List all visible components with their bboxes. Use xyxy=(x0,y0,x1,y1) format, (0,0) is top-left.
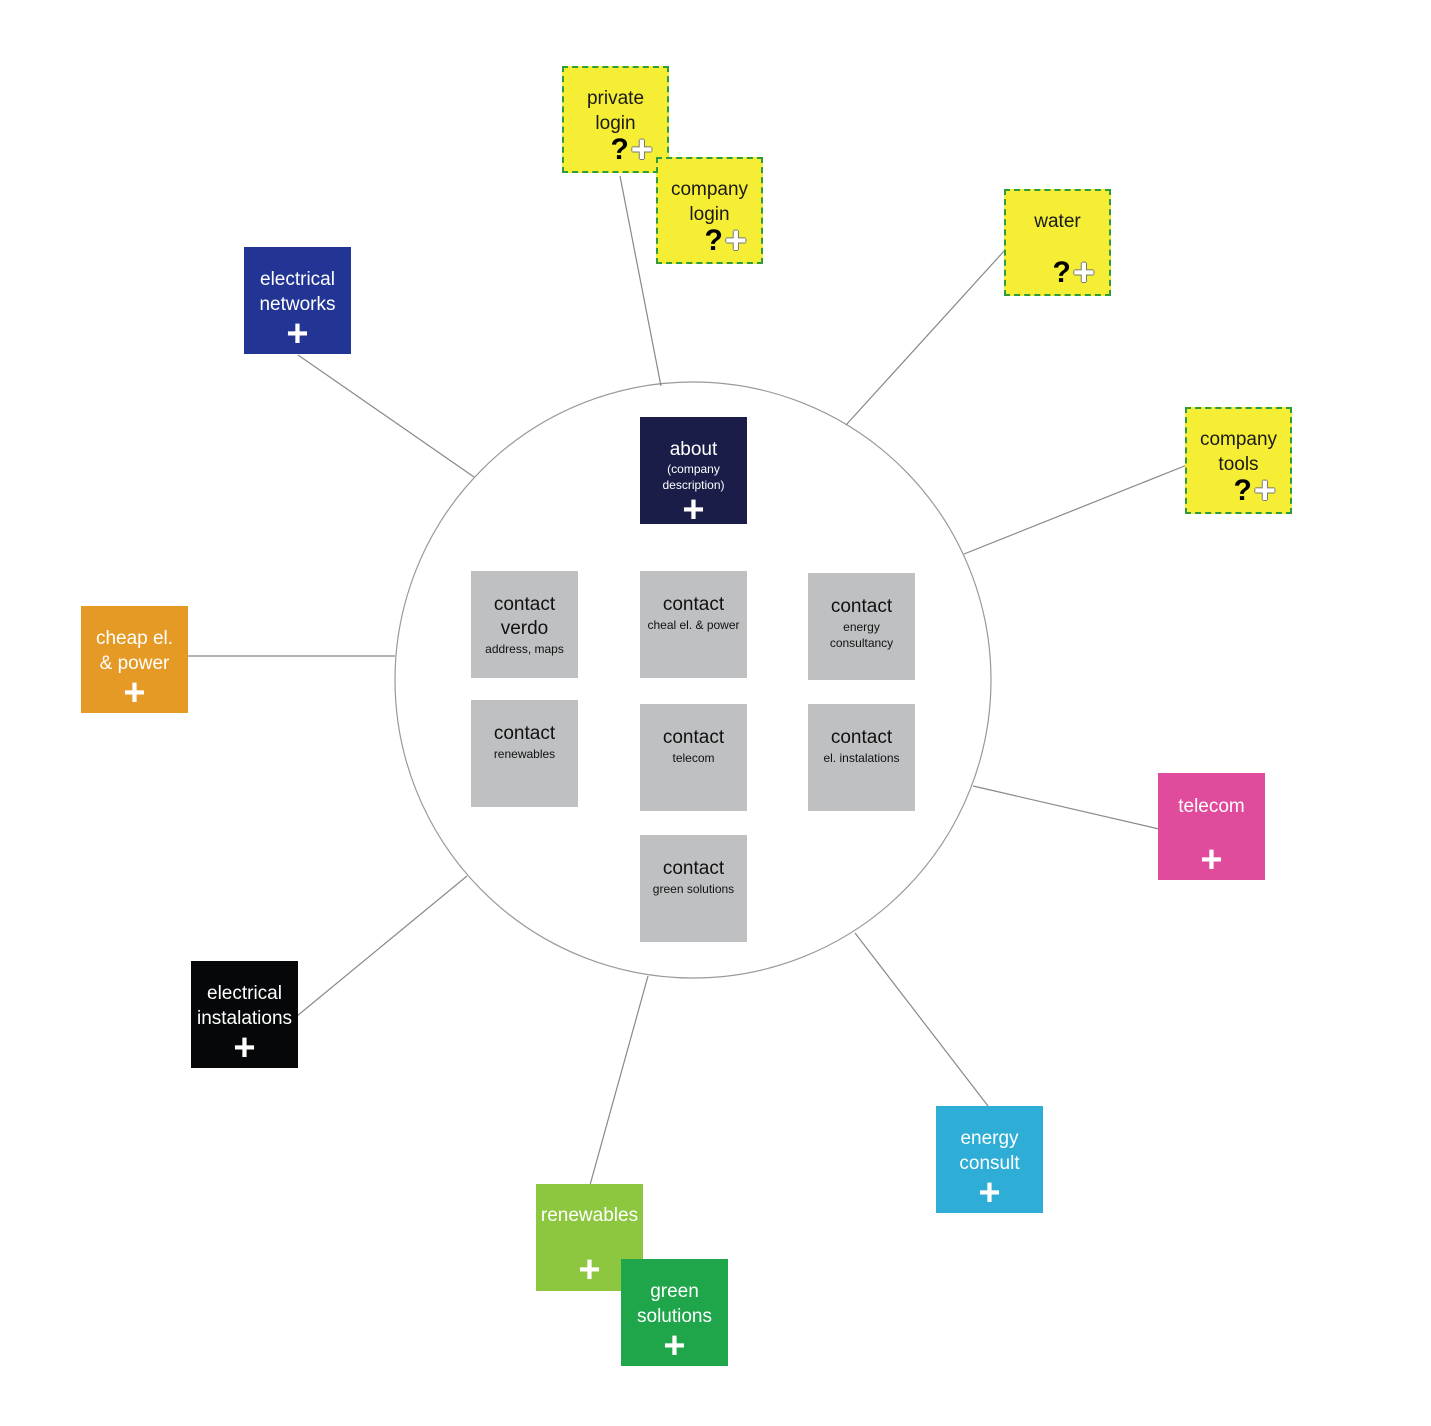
contact-sub: green solutions xyxy=(652,882,735,896)
about-sub: (company description) xyxy=(662,462,725,492)
contact-sub: cheal el. & power xyxy=(647,618,740,632)
question-icon: ? xyxy=(610,133,629,166)
plus-icon[interactable]: + xyxy=(233,1027,256,1069)
line-water xyxy=(845,249,1006,426)
electrical-instalations-node[interactable]: electrical instalations + xyxy=(191,961,298,1068)
plus-icon[interactable]: + xyxy=(682,489,705,531)
electrical-networks-node[interactable]: electrical networks + xyxy=(244,247,351,354)
renewables-label: renewables xyxy=(540,1205,639,1226)
plus-icon[interactable]: + xyxy=(724,220,747,262)
plus-icon[interactable]: + xyxy=(630,129,653,171)
question-icon: ? xyxy=(1233,474,1252,507)
plus-icon[interactable]: + xyxy=(978,1172,1001,1214)
line-energy-consult xyxy=(854,932,989,1107)
line-private-login xyxy=(619,175,662,387)
green-solutions-label: green solutions xyxy=(637,1281,712,1327)
contact-label: contact xyxy=(662,727,725,748)
contact-el-instalations-node[interactable]: contact el. instalations xyxy=(808,704,915,811)
center-circle xyxy=(394,381,992,979)
contact-green-solutions-node[interactable]: contact green solutions xyxy=(640,835,747,942)
cheap-el-power-node[interactable]: cheap el. & power + xyxy=(81,606,188,713)
about-node[interactable]: about (company description) + xyxy=(640,417,747,531)
telecom-node[interactable]: telecom + xyxy=(1158,773,1265,880)
cheap-el-power-label: cheap el. & power xyxy=(95,628,174,674)
line-electrical-networks xyxy=(297,354,475,478)
contact-verdo-node[interactable]: contact verdo address, maps xyxy=(471,571,578,678)
contact-sub: telecom xyxy=(672,751,715,765)
contact-label: contact xyxy=(830,596,893,617)
electrical-networks-label: electrical networks xyxy=(259,269,336,315)
water-label: water xyxy=(1034,211,1081,232)
contact-sub: renewables xyxy=(493,747,556,761)
contact-label: contact xyxy=(662,858,725,879)
line-telecom xyxy=(972,785,1160,830)
contact-cheap-el-power-node[interactable]: contact cheal el. & power xyxy=(640,571,747,678)
water-node[interactable]: water ?+ xyxy=(1004,189,1111,296)
contact-label: contact xyxy=(493,723,556,744)
contact-sub: el. instalations xyxy=(823,751,900,765)
private-login-node[interactable]: private login ?+ xyxy=(562,66,669,173)
plus-icon[interactable]: + xyxy=(1072,252,1095,294)
plus-icon[interactable]: + xyxy=(1253,470,1276,512)
company-tools-node[interactable]: company tools ?+ xyxy=(1185,407,1292,514)
contact-label: contact xyxy=(830,727,893,748)
energy-consult-label: energy consult xyxy=(959,1128,1020,1174)
contact-telecom-node[interactable]: contact telecom xyxy=(640,704,747,811)
contact-sub: address, maps xyxy=(485,642,564,656)
contact-label: contact xyxy=(662,594,725,615)
plus-icon[interactable]: + xyxy=(663,1325,686,1367)
about-label: about xyxy=(669,439,718,460)
plus-icon[interactable]: + xyxy=(1200,839,1223,881)
company-login-node[interactable]: company login ?+ xyxy=(656,157,763,264)
line-electrical-instalations xyxy=(296,875,468,1017)
line-company-tools xyxy=(963,464,1188,555)
telecom-label: telecom xyxy=(1178,796,1245,817)
question-icon: ? xyxy=(704,224,723,257)
contact-sub: energy consultancy xyxy=(829,620,894,650)
contact-energy-consultancy-node[interactable]: contact energy consultancy xyxy=(808,573,915,680)
contact-label: contact verdo xyxy=(493,594,556,639)
private-login-label: private login xyxy=(586,88,645,134)
plus-icon[interactable]: + xyxy=(578,1249,601,1291)
company-login-label: company login xyxy=(670,179,749,225)
green-solutions-node[interactable]: green solutions + xyxy=(621,1259,728,1366)
plus-icon[interactable]: + xyxy=(123,672,146,714)
plus-icon[interactable]: + xyxy=(286,313,309,355)
electrical-instalations-label: electrical instalations xyxy=(196,983,293,1029)
line-renewables xyxy=(589,975,649,1186)
question-icon: ? xyxy=(1052,256,1071,289)
company-tools-label: company tools xyxy=(1199,429,1278,475)
energy-consult-node[interactable]: energy consult + xyxy=(936,1106,1043,1213)
contact-renewables-node[interactable]: contact renewables xyxy=(471,700,578,807)
